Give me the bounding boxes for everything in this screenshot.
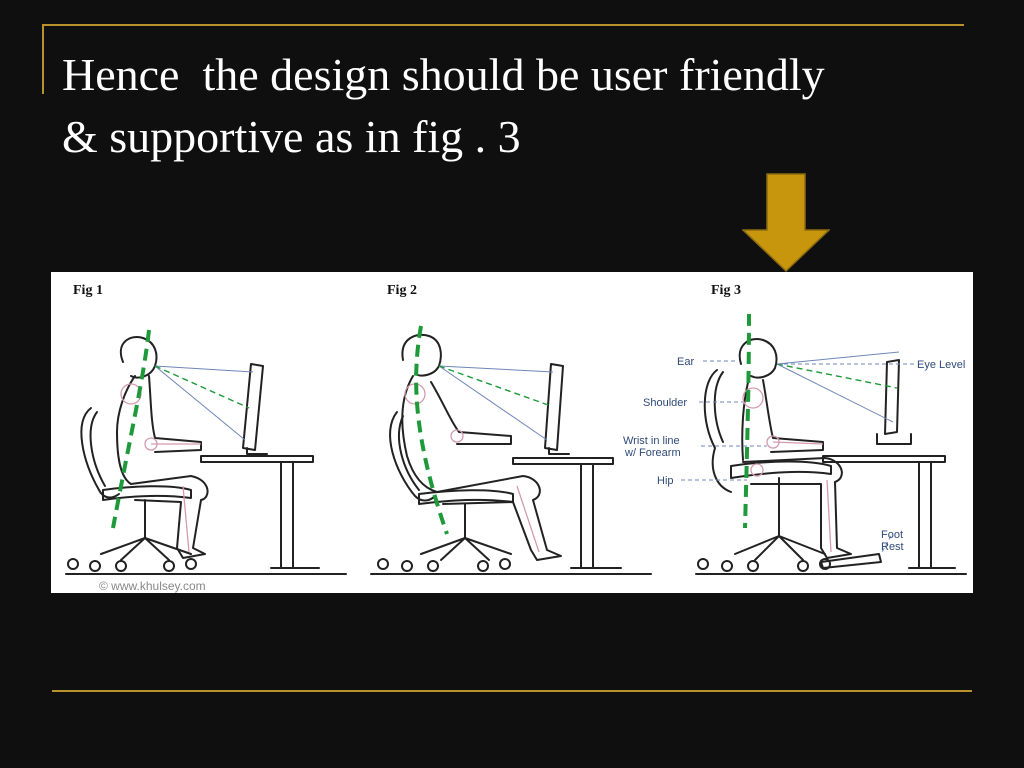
callout-wrist-2: w/ Forearm [624, 447, 681, 459]
figure-2-label: Fig 2 [387, 283, 417, 298]
credit-text: © www.khulsey.com [99, 579, 206, 593]
title-line-2: & supportive as in fig . 3 [62, 111, 521, 162]
figure-2: Fig 2 [370, 283, 652, 575]
figure-1: Fig 1 [65, 283, 347, 593]
title-line-1: Hence the design should be user friendly [62, 49, 825, 100]
callout-eye-level: Eye Level [917, 359, 965, 371]
posture-diagram: Fig 1 [65, 283, 967, 593]
down-arrow-icon [742, 173, 830, 273]
left-rule [42, 24, 44, 94]
callout-ear: Ear [677, 356, 694, 368]
figure-3-label: Fig 3 [711, 283, 741, 298]
figure-3: Fig 3 [623, 283, 967, 575]
callout-foot-1: Foot [881, 529, 903, 541]
top-rule [42, 24, 964, 26]
figure-1-label: Fig 1 [73, 283, 103, 298]
bottom-rule [52, 690, 972, 692]
callout-foot-2: Rest [881, 541, 904, 553]
posture-figure-panel: Fig 1 [51, 272, 973, 593]
callout-shoulder: Shoulder [643, 397, 687, 409]
callout-hip: Hip [657, 475, 674, 487]
slide-title: Hence the design should be user friendly… [62, 44, 962, 168]
callout-wrist-1: Wrist in line [623, 435, 680, 447]
